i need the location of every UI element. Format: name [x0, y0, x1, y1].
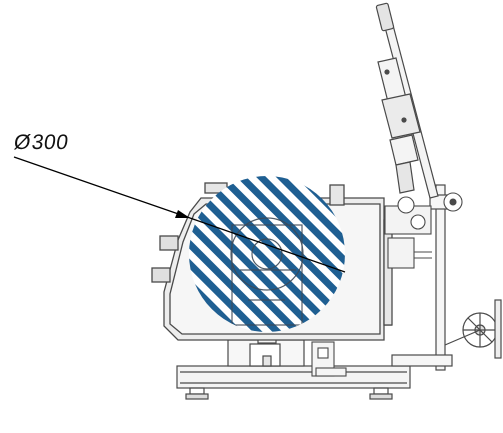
dimension-leader	[13, 156, 346, 273]
diameter-value: 300	[30, 131, 71, 154]
inclined-arm	[375, 2, 439, 199]
handwheel	[444, 299, 502, 359]
gearbox	[384, 192, 463, 269]
diameter-symbol: Ø	[12, 131, 33, 154]
base-frame	[176, 365, 411, 400]
roll	[189, 176, 345, 332]
lower-bracket	[311, 341, 347, 377]
diameter-label: Ø300	[12, 131, 70, 155]
central-column	[227, 324, 305, 367]
